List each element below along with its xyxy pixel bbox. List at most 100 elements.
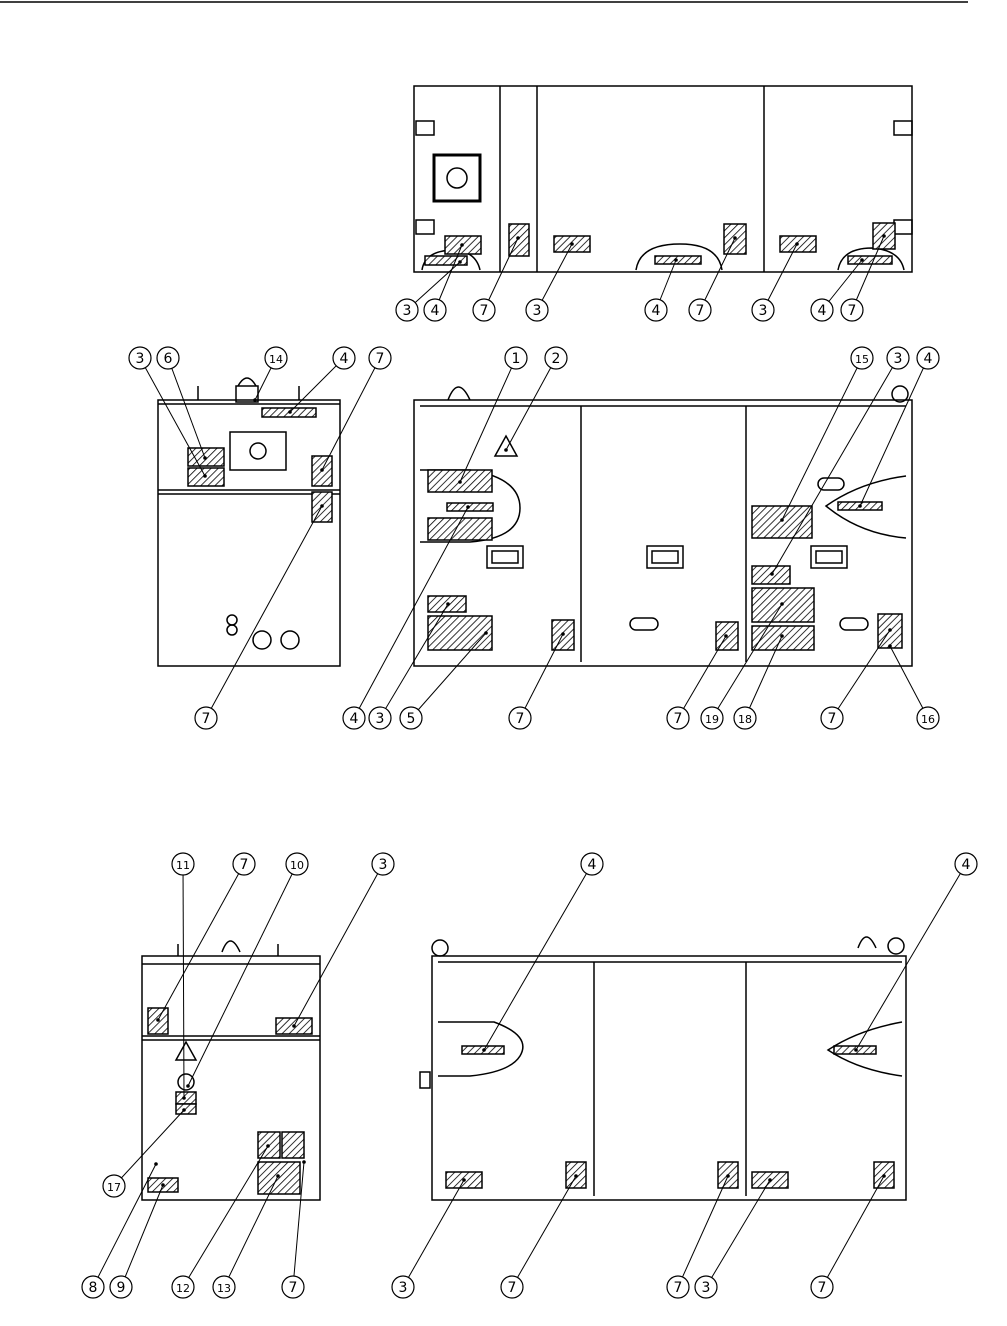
leader-dot — [860, 258, 864, 262]
leader-dot — [882, 234, 886, 238]
leader-dot — [726, 1174, 730, 1178]
callout-number: 7 — [480, 303, 489, 319]
callout-number: 11 — [176, 859, 190, 872]
leader-line — [772, 358, 898, 574]
leader-line — [860, 358, 928, 506]
leader-line — [484, 864, 592, 1050]
callout-number: 7 — [674, 1280, 683, 1296]
leader-line — [183, 864, 184, 1098]
leader-line — [206, 506, 322, 718]
callout-number: 16 — [921, 713, 935, 726]
callout-number: 4 — [818, 303, 827, 319]
callout-number: 8 — [89, 1280, 98, 1296]
leader-dot — [302, 1160, 306, 1164]
leader-dot — [161, 1183, 165, 1187]
leader-dot — [182, 1108, 186, 1112]
callout-number: 5 — [407, 711, 416, 727]
callout-number: 7 — [818, 1280, 827, 1296]
leader-line — [188, 864, 297, 1086]
leader-dot — [770, 572, 774, 576]
view-right-side — [142, 941, 320, 1200]
callout-number: 14 — [269, 353, 283, 366]
callout-number: 7 — [289, 1280, 298, 1296]
leader-dot — [182, 1096, 186, 1100]
callout-number: 4 — [588, 857, 597, 873]
leader-line — [114, 1110, 184, 1186]
view-front — [414, 386, 912, 666]
callout-number: 4 — [962, 857, 971, 873]
leader-dot — [458, 260, 462, 264]
rear-outline — [432, 956, 906, 1200]
callout-number: 3 — [894, 351, 903, 367]
leader-dot — [888, 628, 892, 632]
leader-dot — [724, 634, 728, 638]
leader-line — [158, 864, 244, 1020]
callout-number: 3 — [376, 711, 385, 727]
leader-line — [403, 1180, 464, 1287]
leader-dot — [320, 468, 324, 472]
leader-line — [782, 358, 862, 520]
leader-dot — [854, 1048, 858, 1052]
leader-dot — [574, 1174, 578, 1178]
callout-number: 7 — [696, 303, 705, 319]
leader-dot — [156, 1018, 160, 1022]
leader-dot — [780, 634, 784, 638]
callout-number: 17 — [107, 1181, 121, 1194]
leader-line — [140, 358, 205, 476]
callout-number: 12 — [176, 1282, 190, 1295]
callout-number: 3 — [403, 303, 412, 319]
leader-line — [832, 630, 890, 718]
leader-line — [520, 634, 563, 718]
leader-dot — [888, 644, 892, 648]
warning-triangle-icon — [495, 436, 517, 456]
callout-number: 3 — [136, 351, 145, 367]
callout-number: 1 — [512, 351, 521, 367]
view-top — [414, 86, 912, 272]
callout-number: 7 — [828, 711, 837, 727]
leader-dot — [458, 480, 462, 484]
leader-dot — [504, 448, 508, 452]
lifting-ring — [432, 940, 448, 956]
leader-line — [224, 1176, 278, 1287]
callout-number: 4 — [652, 303, 661, 319]
leader-dot — [266, 1144, 270, 1148]
leader-dot — [253, 398, 257, 402]
callout-number: 3 — [379, 857, 388, 873]
callout-number: 4 — [924, 351, 933, 367]
leader-line — [852, 236, 884, 310]
leader-dot — [154, 1162, 158, 1166]
callout-number: 7 — [240, 857, 249, 873]
callout-number: 15 — [855, 353, 869, 366]
leader-dot — [561, 632, 565, 636]
beacon-lamp-icon — [448, 387, 470, 400]
callout-number: 7 — [516, 711, 525, 727]
callout-number: 6 — [164, 351, 173, 367]
callout-number: 7 — [202, 711, 211, 727]
leader-line — [506, 358, 556, 450]
leader-dot — [288, 410, 292, 414]
leader-line — [822, 1176, 884, 1287]
lifting-ring — [888, 938, 904, 954]
leader-dot — [780, 518, 784, 522]
warning-triangle-icon — [176, 1042, 196, 1060]
callout-number: 7 — [508, 1280, 517, 1296]
leader-dot — [466, 505, 470, 509]
side-panel — [230, 432, 286, 470]
leader-dot — [186, 1084, 190, 1088]
control-panel — [434, 155, 480, 201]
leader-line — [460, 358, 516, 482]
leader-line — [183, 1146, 268, 1287]
leader-line — [322, 358, 380, 470]
leader-dot — [768, 1178, 772, 1182]
callout-number: 4 — [431, 303, 440, 319]
callout-number: 7 — [848, 303, 857, 319]
callout-number: 19 — [705, 713, 719, 726]
leader-line — [678, 636, 726, 718]
view-rear — [420, 937, 906, 1200]
leader-line — [712, 604, 782, 718]
leader-line — [678, 1176, 728, 1287]
callout-number: 3 — [533, 303, 542, 319]
leader-dot — [795, 242, 799, 246]
